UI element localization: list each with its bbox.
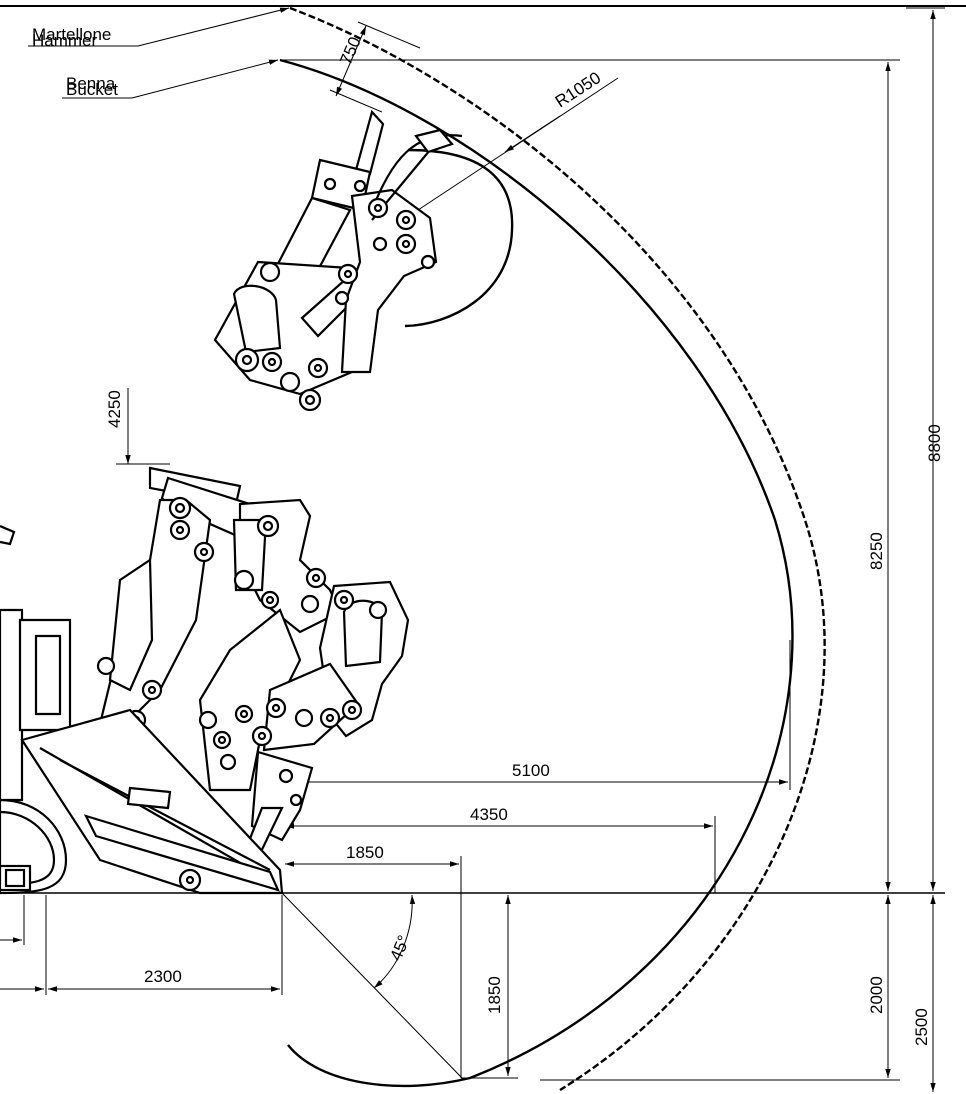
hammer-attachment-upper [213,109,463,412]
svg-text:45°: 45° [386,932,414,963]
dimension-4350: 4350 [285,805,716,893]
svg-text:5100: 5100 [512,761,550,780]
bucket-boom-assembly [96,466,410,864]
dimension-2000: 2000 [540,895,900,1081]
bucket-envelope-curve [279,58,794,1088]
hammer-label-en: Hammer [32,31,98,50]
svg-text:2500: 2500 [912,1008,931,1046]
dimension-2300: 2300 [0,895,283,995]
hammer-label-group: Martellone Hammer [28,7,290,50]
svg-text:1850: 1850 [346,843,384,862]
dimension-8800: 8800 [906,7,945,891]
svg-text:1850: 1850 [485,976,504,1014]
hammer-envelope-curve [289,6,826,1092]
svg-text:8800: 8800 [925,424,944,462]
dimension-8250: 8250 [280,59,900,891]
bucket-swing-arc [404,148,514,328]
hammer-label-it: Martellone [32,25,111,44]
dimension-750: 750 [329,21,421,113]
bucket-label-group: Benna Bucket [62,59,279,99]
dimension-1850-vertical: 1850 [461,895,518,1079]
dimension-5100: 5100 [285,640,791,790]
dimension-1850-horizontal: 1850 [285,843,462,1078]
bucket-label-it: Benna [66,74,116,93]
excavator-chassis [0,524,284,895]
svg-text:2300: 2300 [144,967,182,986]
dimension-4250: 4250 [105,388,170,465]
svg-text:8250: 8250 [867,532,886,570]
bucket-label-en: Bucket [66,80,118,99]
svg-text:4350: 4350 [470,805,508,824]
svg-text:4250: 4250 [105,390,124,428]
dimension-45-degree: 45° [281,892,463,1079]
dimension-2500: 2500 [912,895,936,1092]
svg-text:2000: 2000 [867,976,886,1014]
